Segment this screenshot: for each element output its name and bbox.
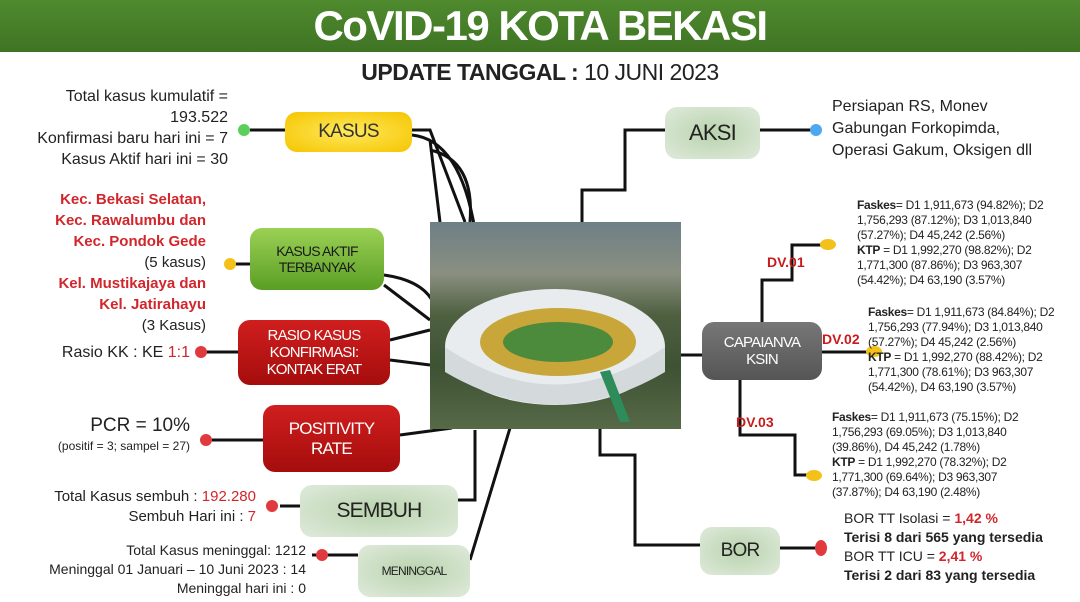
dv02-label: DV.02: [822, 331, 860, 347]
dv01-info: Faskes= D1 1,911,673 (94.82%); D2 1,756,…: [857, 198, 1057, 288]
sembuh-today-label: Sembuh Hari ini :: [128, 508, 248, 525]
aktif-kec: Kec. Rawalumbu dan: [55, 212, 206, 229]
ktp-values: = D1 1,992,270 (88.42%); D2 1,771,300 (7…: [868, 350, 1043, 394]
pcr-dot-icon: [200, 434, 212, 446]
aktif-kel-count: (3 Kasus): [141, 317, 206, 334]
rasio-info: Rasio KK : KE 1:1: [0, 342, 190, 363]
dv02-dot-icon: [866, 346, 882, 357]
bor-icu-value: 2,41 %: [938, 548, 983, 564]
kasus-dot-icon: [238, 124, 250, 136]
aktif-kel: Kel. Mustikajaya dan: [58, 275, 206, 292]
meninggal-total: Total Kasus meninggal: 1212: [126, 542, 306, 558]
aktif-info: Kec. Bekasi Selatan, Kec. Rawalumbu dan …: [6, 189, 206, 336]
dv03-label: DV.03: [736, 414, 774, 430]
bor-isolasi-value: 1,42 %: [954, 510, 998, 526]
sembuh-total-value: 192.280: [201, 488, 256, 505]
sembuh-info: Total Kasus sembuh : 192.280 Sembuh Hari…: [0, 487, 256, 527]
bor-dot-icon: [815, 540, 827, 556]
aktif-dot-icon: [224, 258, 236, 270]
dv02-info: Faskes= D1 1,911,673 (84.84%); D2 1,756,…: [868, 305, 1078, 395]
meninggal-today: Meninggal hari ini : 0: [176, 580, 306, 596]
aksi-info: Persiapan RS, Monev Gabungan Forkopimda,…: [832, 96, 1032, 162]
rasio-value: 1:1: [167, 344, 190, 361]
bor-icu-detail: Terisi 2 dari 83 yang tersedia: [844, 567, 1036, 583]
stadium-photo: [430, 222, 681, 429]
rasio-label: Rasio KK : KE: [61, 344, 168, 361]
dv03-dot-icon: [806, 470, 822, 481]
aksi-line: Operasi Gakum, Oksigen dll: [832, 142, 1033, 159]
title-banner: CoVID-19 KOTA BEKASI: [0, 0, 1080, 52]
meninggal-period: Meninggal 01 Januari – 10 Juni 2023 : 14: [49, 561, 306, 577]
bor-icu-label: BOR TT ICU =: [844, 548, 939, 564]
dv01-label: DV.01: [767, 254, 805, 270]
dv03-info: Faskes= D1 1,911,673 (75.15%); D2 1,756,…: [832, 410, 1047, 500]
faskes-label: Faskes: [868, 305, 907, 319]
aksi-dot-icon: [810, 124, 822, 136]
stadium-image: [445, 289, 665, 422]
sembuh-dot-icon: [266, 500, 278, 512]
bor-isolasi-detail: Terisi 8 dari 565 yang tersedia: [844, 529, 1043, 545]
node-aksi[interactable]: AKSI: [665, 107, 760, 159]
bor-isolasi-label: BOR TT Isolasi =: [844, 510, 955, 526]
ktp-label: KTP: [857, 243, 881, 257]
node-positivity[interactable]: POSITIVITY RATE: [263, 405, 400, 472]
bor-info: BOR TT Isolasi = 1,42 % Terisi 8 dari 56…: [844, 509, 1043, 585]
sembuh-today-value: 7: [247, 508, 256, 525]
dv01-dot-icon: [820, 239, 836, 250]
update-date-value: 10 JUNI 2023: [584, 59, 719, 85]
ktp-label: KTP: [832, 455, 856, 469]
node-kasus[interactable]: KASUS: [285, 112, 412, 152]
node-bor[interactable]: BOR: [700, 527, 780, 575]
pcr-detail: (positif = 3; sampel = 27): [57, 439, 190, 453]
rasio-dot-icon: [195, 346, 207, 358]
ktp-label: KTP: [868, 350, 892, 364]
ktp-values: = D1 1,992,270 (78.32%); D2 1,771,300 (6…: [832, 455, 1007, 499]
aktif-kel: Kel. Jatirahayu: [99, 296, 206, 313]
update-label: UPDATE TANGGAL :: [361, 59, 579, 85]
pcr-value: PCR = 10%: [90, 415, 190, 436]
aktif-kec: Kec. Pondok Gede: [73, 233, 206, 250]
faskes-values: = D1 1,911,673 (94.82%); D2 1,756,293 (8…: [857, 198, 1044, 242]
aksi-line: Persiapan RS, Monev: [832, 98, 988, 115]
update-date: UPDATE TANGGAL : 10 JUNI 2023: [0, 58, 1080, 86]
aktif-kec: Kec. Bekasi Selatan,: [60, 191, 206, 208]
sembuh-total-label: Total Kasus sembuh :: [54, 488, 202, 505]
aksi-line: Gabungan Forkopimda,: [832, 120, 1001, 137]
meninggal-dot-icon: [316, 549, 328, 561]
node-kasus-aktif[interactable]: KASUS AKTIF TERBANYAK: [250, 228, 384, 290]
ktp-values: = D1 1,992,270 (98.82%); D2 1,771,300 (8…: [857, 243, 1032, 287]
node-rasio[interactable]: RASIO KASUS KONFIRMASI: KONTAK ERAT: [238, 320, 390, 385]
node-vaksin[interactable]: CAPAIANVA KSIN: [702, 322, 822, 380]
kasus-total-label: Total kasus kumulatif =: [65, 88, 228, 105]
node-meninggal[interactable]: MENINGGAL: [358, 545, 470, 597]
faskes-values: = D1 1,911,673 (75.15%); D2 1,756,293 (6…: [832, 410, 1019, 454]
faskes-values: = D1 1,911,673 (84.84%); D2 1,756,293 (7…: [868, 305, 1055, 349]
node-sembuh[interactable]: SEMBUH: [300, 485, 458, 537]
kasus-total-value: 193.522: [170, 109, 228, 126]
kasus-new: Konfirmasi baru hari ini = 7: [37, 130, 228, 147]
faskes-label: Faskes: [857, 198, 896, 212]
aktif-kec-count: (5 kasus): [144, 254, 206, 271]
kasus-info: Total kasus kumulatif = 193.522 Konfirma…: [0, 86, 228, 170]
pcr-info: PCR = 10% (positif = 3; sampel = 27): [0, 414, 190, 454]
faskes-label: Faskes: [832, 410, 871, 424]
meninggal-info: Total Kasus meninggal: 1212 Meninggal 01…: [0, 541, 306, 598]
kasus-active: Kasus Aktif hari ini = 30: [61, 151, 228, 168]
